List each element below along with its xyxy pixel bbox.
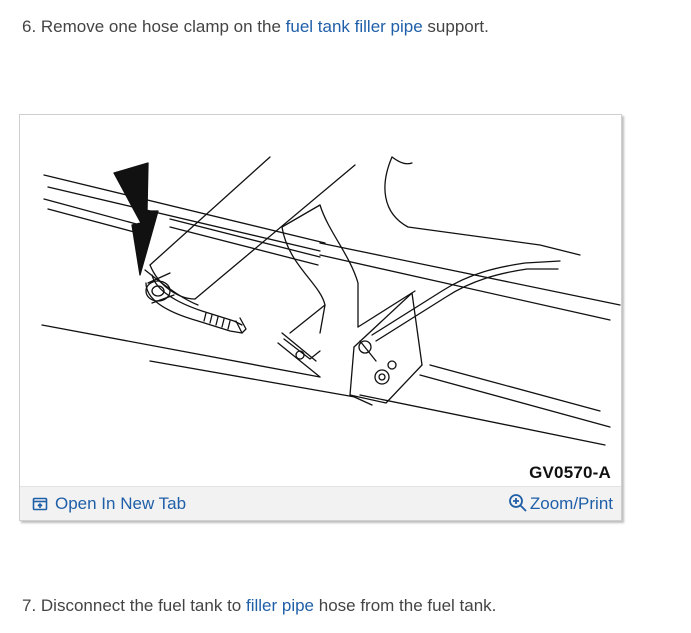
figure-code-label: GV0570-A	[529, 463, 611, 482]
pointer-arrow-icon	[113, 162, 159, 276]
open-in-new-tab-button[interactable]: Open In New Tab	[32, 493, 186, 515]
step-6-text: 6. Remove one hose clamp on the fuel tan…	[22, 16, 489, 38]
hose-clamp-diagram[interactable]	[20, 115, 621, 485]
step-7-text: 7. Disconnect the fuel tank to filler pi…	[22, 595, 496, 617]
fuel-tank-filler-pipe-link[interactable]: fuel tank filler pipe	[285, 17, 423, 36]
zoom-print-button[interactable]: Zoom/Print	[508, 493, 613, 515]
step-6-after: support.	[422, 17, 489, 36]
zoom-print-label: Zoom/Print	[529, 494, 613, 513]
zoom-in-icon	[508, 493, 527, 512]
filler-pipe-link[interactable]: filler pipe	[245, 596, 315, 615]
figure-panel: GV0570-A Open In New Tab Zoom/Print	[19, 114, 622, 521]
open-in-new-tab-icon	[32, 497, 48, 511]
step-6-before: 6. Remove one hose clamp on the	[22, 17, 286, 36]
step-7-after: hose from the fuel tank.	[314, 596, 497, 615]
open-in-new-tab-label: Open In New Tab	[55, 494, 187, 513]
step-7-before: 7. Disconnect the fuel tank to	[22, 596, 246, 615]
figure-toolbar: Open In New Tab Zoom/Print	[20, 486, 621, 520]
